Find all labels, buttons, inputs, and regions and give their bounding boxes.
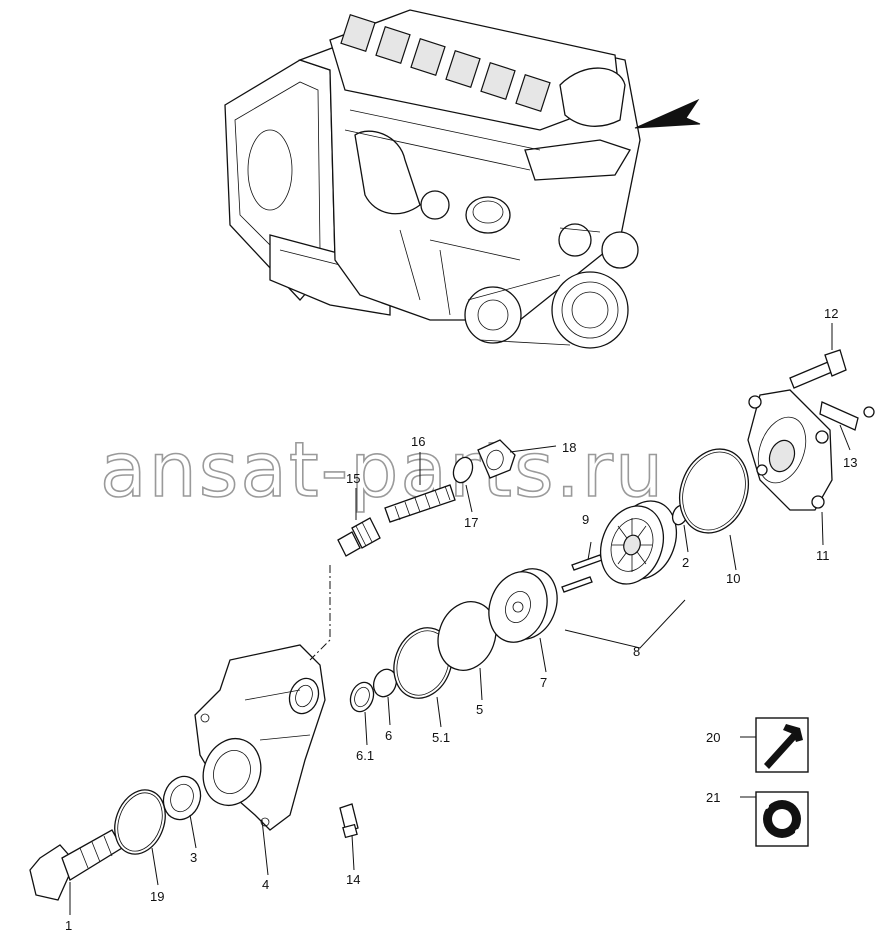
part-5-o-ring <box>437 601 497 671</box>
part-12-bolt <box>789 349 847 389</box>
engine-illustration <box>224 9 641 349</box>
part-13-plate <box>819 401 875 431</box>
label-part-8: 8 <box>633 644 640 659</box>
label-part-17: 17 <box>464 515 478 530</box>
part-11-cover <box>747 389 833 511</box>
label-part-7: 7 <box>540 675 547 690</box>
part-17-o-ring <box>452 456 474 484</box>
part-3-shaft-seal <box>162 775 202 821</box>
watermark: ansat-parts.ru <box>100 425 665 514</box>
seal-box <box>755 791 809 847</box>
part-labels: 1 2 3 4 5 5.1 6 6.1 7 8 9 10 11 12 13 14… <box>65 306 857 933</box>
part-18-plug <box>477 439 516 479</box>
label-part-1: 1 <box>65 918 72 933</box>
label-part-21: 21 <box>706 790 720 805</box>
part-7-pressure-plate <box>488 568 558 643</box>
part-10-o-ring <box>679 448 749 534</box>
tool-box <box>755 717 809 773</box>
label-part-6: 6 <box>385 728 392 743</box>
label-part-3: 3 <box>190 850 197 865</box>
label-part-6-1: 6.1 <box>356 748 374 763</box>
gasket-icon <box>763 800 801 838</box>
label-part-18: 18 <box>562 440 576 455</box>
part-16-spring <box>384 484 456 523</box>
label-part-19: 19 <box>150 889 164 904</box>
part-1-drive-shaft <box>29 829 123 901</box>
part-4-pump-housing <box>194 644 326 831</box>
part-14-fitting <box>339 803 359 839</box>
label-part-20: 20 <box>706 730 720 745</box>
label-part-10: 10 <box>726 571 740 586</box>
label-part-14: 14 <box>346 872 360 887</box>
label-part-15: 15 <box>346 471 360 486</box>
label-part-9: 9 <box>582 512 589 527</box>
part-6-o-ring <box>372 668 398 698</box>
part-15-valve <box>337 517 381 557</box>
part-5-1-o-ring <box>393 627 453 699</box>
leader-lines <box>69 323 851 915</box>
part-6-1-ring <box>349 681 375 713</box>
part-8-rotor-ring <box>600 500 677 585</box>
location-arrow-icon <box>634 98 701 129</box>
hammer-icon <box>764 724 803 769</box>
label-part-13: 13 <box>843 455 857 470</box>
label-part-5: 5 <box>476 702 483 717</box>
label-part-2: 2 <box>682 555 689 570</box>
label-part-11: 11 <box>816 548 830 563</box>
label-part-16: 16 <box>411 434 425 449</box>
label-part-4: 4 <box>262 877 269 892</box>
part-19-o-ring <box>114 789 166 855</box>
part-9-pins <box>561 554 603 593</box>
label-part-5-1: 5.1 <box>432 730 450 745</box>
label-part-12: 12 <box>824 306 838 321</box>
